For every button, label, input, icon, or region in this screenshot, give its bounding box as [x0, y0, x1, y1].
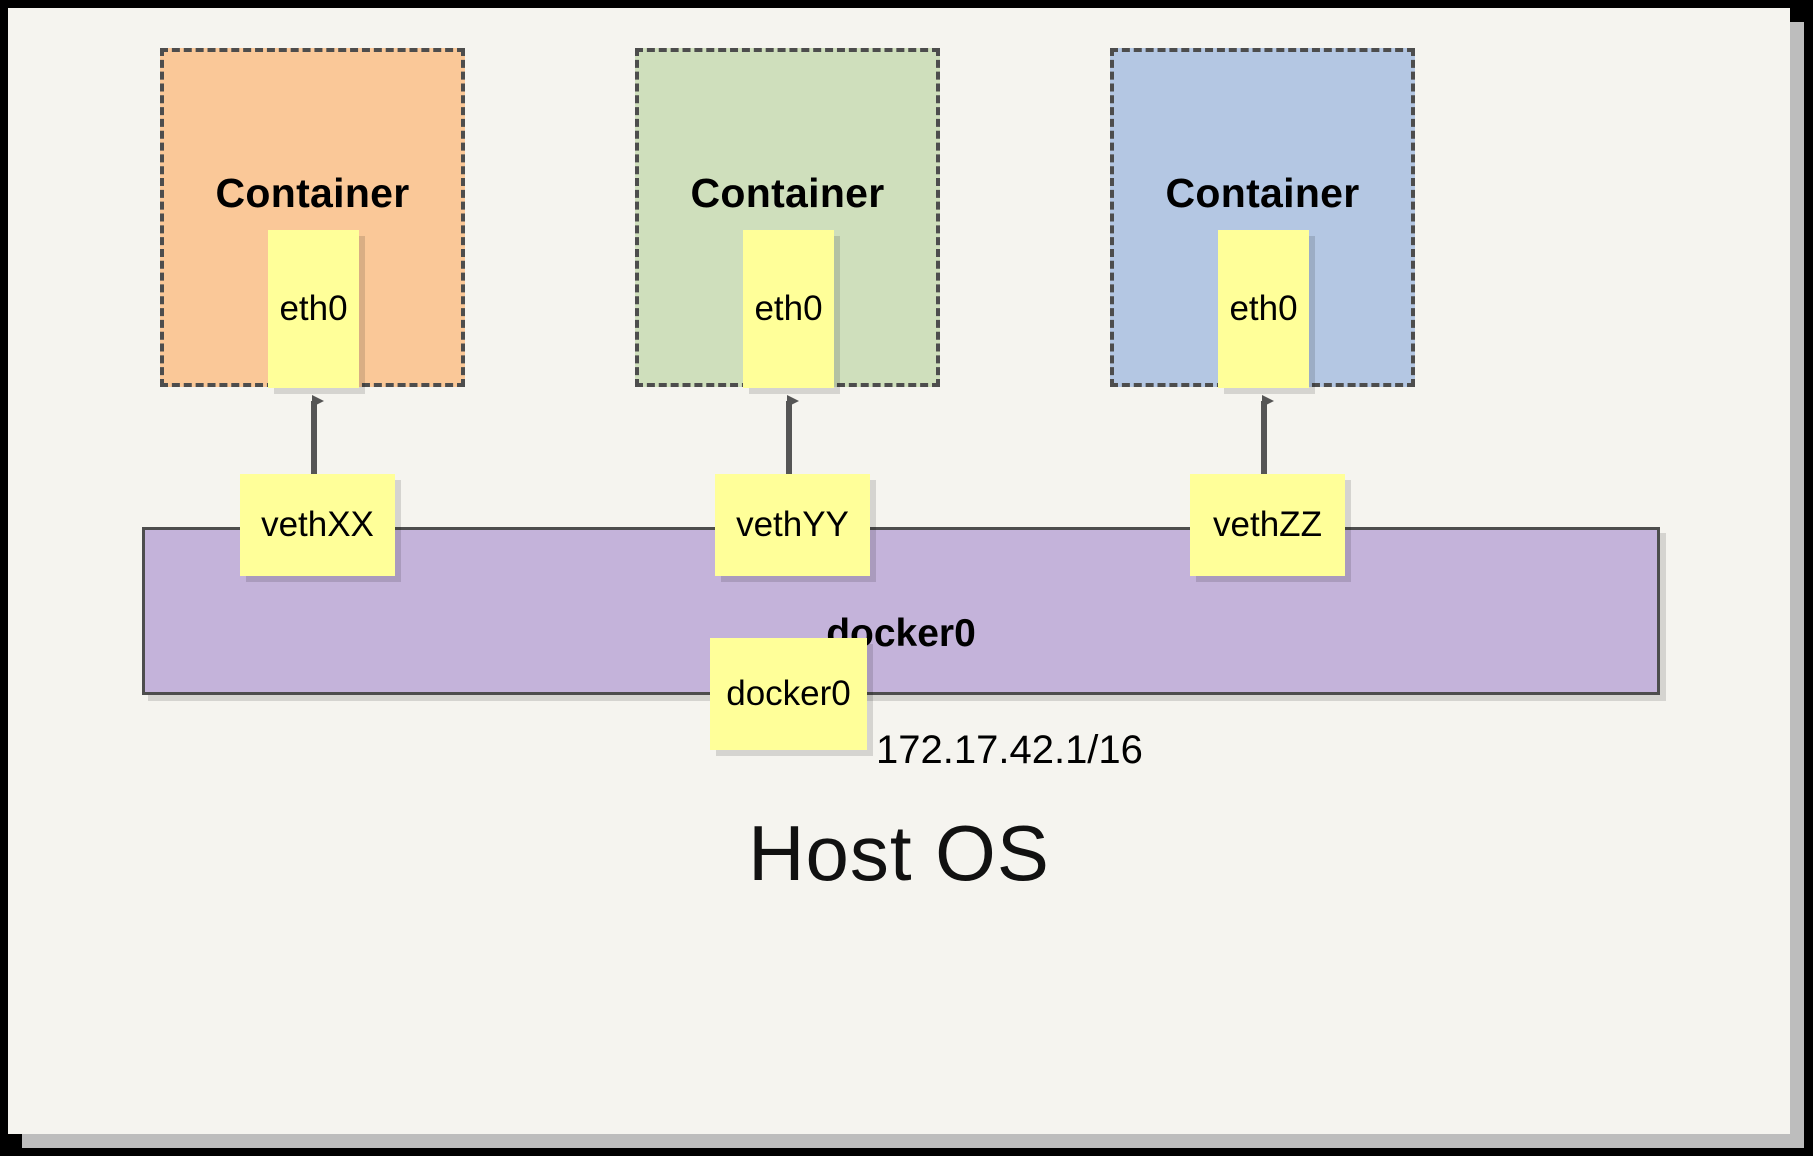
- docker0-bridge-bar: docker0: [142, 527, 1660, 695]
- veth-note-1: vethXX: [240, 474, 395, 576]
- veth-note-2: vethYY: [715, 474, 870, 576]
- veth-note-label-2: vethYY: [736, 505, 849, 544]
- container-title-1: Container: [215, 170, 410, 216]
- docker0-ip-address: 172.17.42.1/16: [876, 728, 1143, 772]
- host-os-label: Host OS: [748, 809, 1050, 897]
- veth-note-label-3: vethZZ: [1213, 505, 1322, 544]
- container-title-3: Container: [1165, 170, 1360, 216]
- eth0-note-3: eth0: [1218, 230, 1309, 388]
- eth0-note-label-2: eth0: [754, 289, 823, 328]
- docker0-iface-label: docker0: [726, 674, 851, 713]
- veth-note-label-1: vethXX: [261, 505, 374, 544]
- diagram-canvas: Container eth0 Container eth0 Container …: [8, 8, 1790, 1134]
- eth0-note-label-3: eth0: [1229, 289, 1298, 328]
- docker0-bridge-label: docker0: [826, 612, 976, 655]
- eth0-note-1: eth0: [268, 230, 359, 388]
- docker0-iface-note: docker0: [710, 638, 867, 750]
- eth0-note-2: eth0: [743, 230, 834, 388]
- eth0-note-label-1: eth0: [279, 289, 348, 328]
- container-title-2: Container: [690, 170, 885, 216]
- veth-note-3: vethZZ: [1190, 474, 1345, 576]
